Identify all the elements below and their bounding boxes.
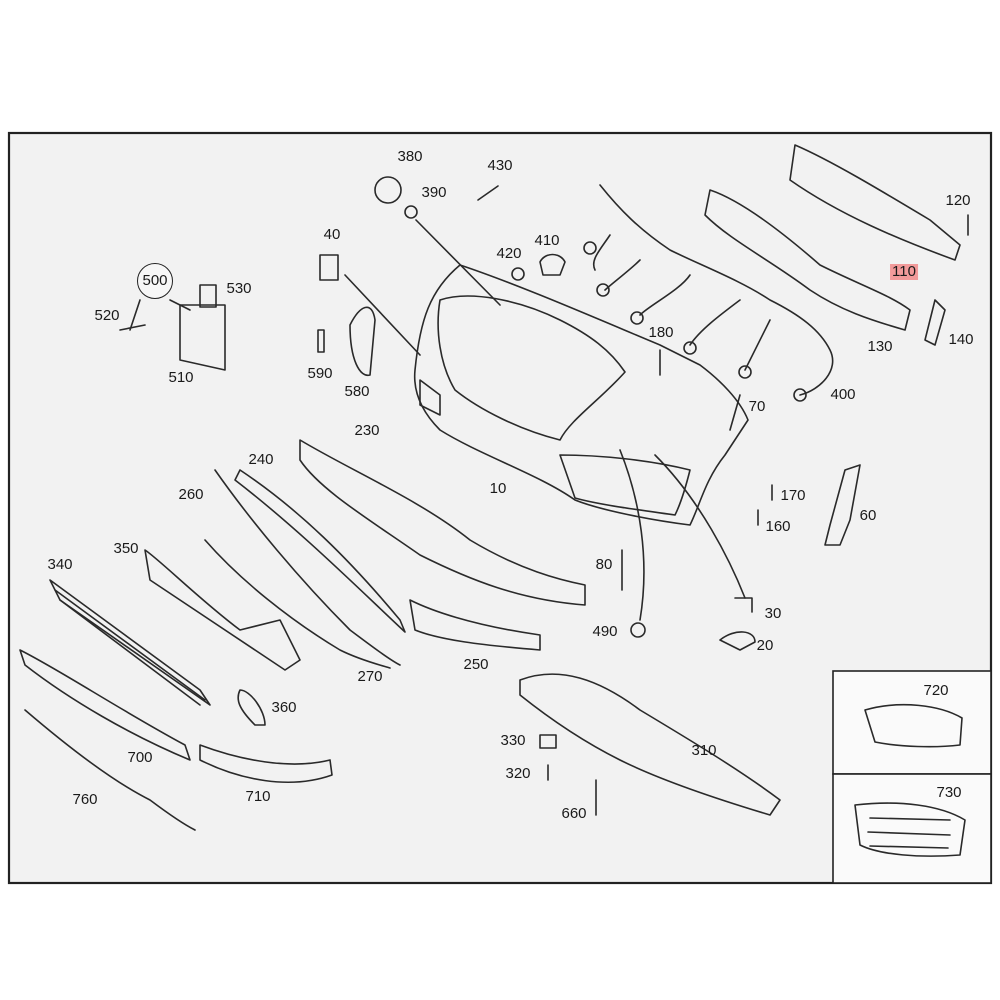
part-label-430: 430	[487, 157, 513, 174]
spoiler-710	[199, 744, 333, 784]
part-label-70: 70	[748, 398, 766, 415]
emblem-40	[319, 254, 339, 281]
part-label-30: 30	[764, 605, 782, 622]
grille-frame-730	[854, 802, 966, 857]
part-label-40: 40	[323, 226, 341, 243]
leader-30	[654, 454, 746, 599]
part-label-400: 400	[830, 386, 856, 403]
part-label-490: 490	[592, 623, 618, 640]
trim-strip-260	[214, 469, 401, 666]
upper-support	[789, 144, 961, 261]
wiring-harness	[599, 184, 834, 396]
trim-strip-270	[204, 539, 391, 669]
part-label-230: 230	[354, 422, 380, 439]
lower-grille-340	[49, 579, 211, 706]
side-bracket-60	[824, 464, 861, 546]
spoiler-760	[24, 709, 196, 831]
part-label-260: 260	[178, 486, 204, 503]
part-label-10: 10	[489, 480, 507, 497]
part-label-660: 660	[561, 805, 587, 822]
part-label-510: 510	[168, 369, 194, 386]
leader-500	[129, 299, 191, 331]
part-label-760: 760	[72, 791, 98, 808]
part-label-20: 20	[756, 637, 774, 654]
part-label-730: 730	[936, 784, 962, 801]
part-label-710: 710	[245, 788, 271, 805]
part-label-310: 310	[691, 742, 717, 759]
part-label-120: 120	[945, 192, 971, 209]
part-label-250: 250	[463, 656, 489, 673]
bumper-grille-opening	[437, 295, 626, 441]
part-label-340: 340	[47, 556, 73, 573]
part-label-520: 520	[94, 307, 120, 324]
part-label-240: 240	[248, 451, 274, 468]
leader-390	[415, 219, 501, 306]
part-label-160: 160	[765, 518, 791, 535]
harness-branch	[592, 234, 771, 371]
grille-720	[864, 703, 963, 748]
bumper-lower-intake	[559, 454, 691, 516]
part-label-110: 110	[890, 263, 918, 280]
underbody-panel	[519, 673, 781, 816]
part-label-500: 500	[137, 263, 173, 299]
lower-grille-mesh	[54, 589, 206, 706]
trim-strip-240	[234, 469, 406, 633]
part-label-180: 180	[648, 324, 674, 341]
grille-insert-580	[349, 306, 376, 377]
part-label-330: 330	[500, 732, 526, 749]
lower-trim-230	[299, 439, 586, 606]
part-label-140: 140	[948, 331, 974, 348]
inset-box-720	[832, 670, 992, 775]
part-label-60: 60	[859, 507, 877, 524]
part-label-320: 320	[505, 765, 531, 782]
diagram-border	[7, 131, 993, 885]
part-label-270: 270	[357, 668, 383, 685]
license-plate-holder	[179, 304, 226, 371]
part-label-420: 420	[496, 245, 522, 262]
support-350	[144, 549, 301, 671]
bumper-cover	[413, 264, 749, 526]
part-label-720: 720	[923, 682, 949, 699]
trim-strip-250	[409, 599, 541, 651]
part-label-700: 700	[127, 749, 153, 766]
part-label-590: 590	[307, 365, 333, 382]
part-label-380: 380	[397, 148, 423, 165]
part-label-580: 580	[344, 383, 370, 400]
part-label-350: 350	[113, 540, 139, 557]
trim-strip-140	[924, 299, 946, 346]
part-label-170: 170	[780, 487, 806, 504]
impact-bracket	[704, 189, 911, 331]
part-label-390: 390	[421, 184, 447, 201]
part-label-130: 130	[867, 338, 893, 355]
leader-70	[729, 394, 741, 431]
inset-box-730	[832, 773, 992, 884]
part-label-410: 410	[534, 232, 560, 249]
part-label-530: 530	[226, 280, 252, 297]
leader-40	[344, 274, 421, 356]
spoiler-700	[19, 649, 191, 761]
star-emblem-380	[374, 176, 402, 204]
part-label-80: 80	[595, 556, 613, 573]
part-label-360: 360	[271, 699, 297, 716]
bumper-side-vent	[419, 379, 441, 416]
leader-490	[619, 449, 645, 621]
vent-360	[237, 689, 266, 726]
